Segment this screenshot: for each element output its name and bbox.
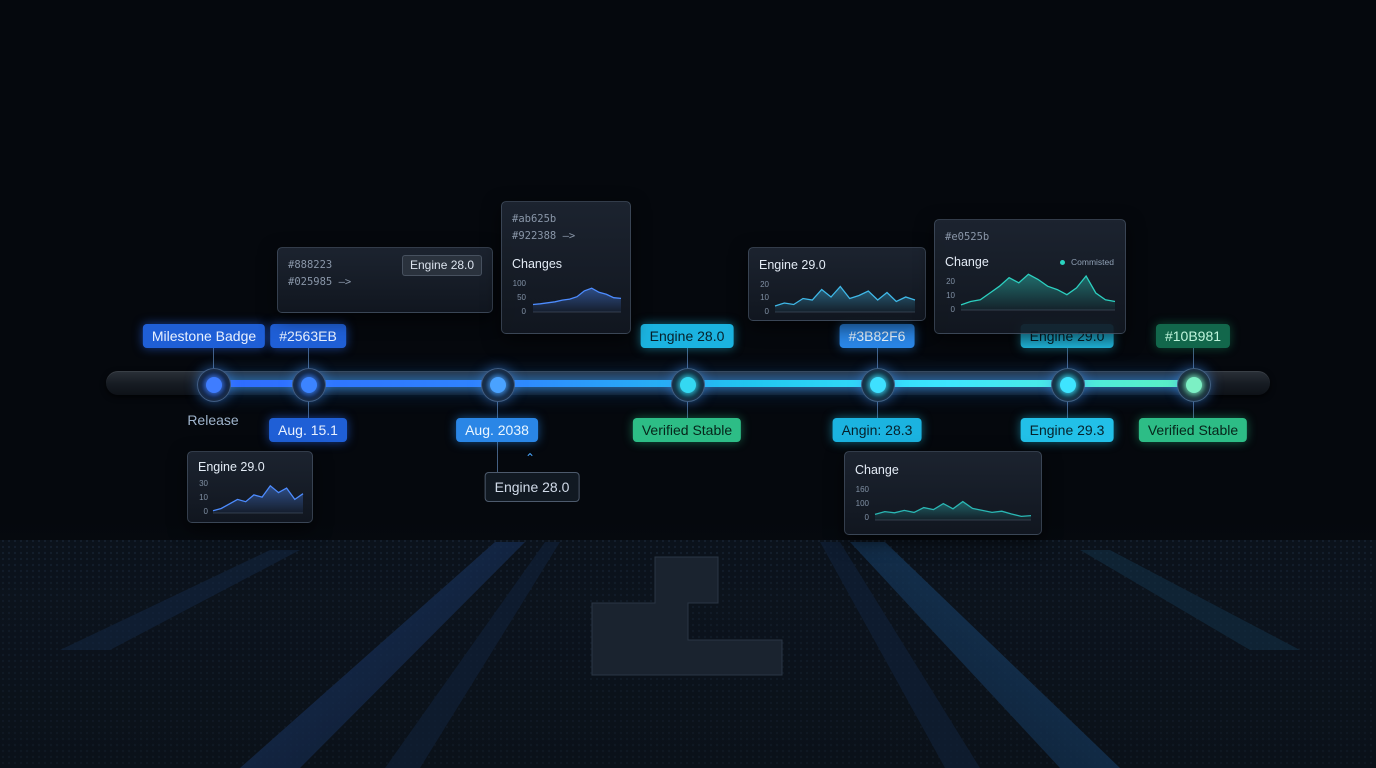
milestone-version-badge[interactable]: Engine 29.3 (1020, 418, 1114, 442)
milestone-node-1[interactable] (197, 368, 231, 402)
commit-hash: #e0525b (945, 231, 990, 243)
node-core (490, 377, 506, 393)
milestone-node-4[interactable] (671, 368, 705, 402)
milestone-top-badge[interactable]: #2563EB (270, 324, 346, 348)
y-tick: 100 (855, 499, 869, 508)
commit-panel[interactable]: #888223 #025985 —> Engine 28.0 (277, 247, 493, 313)
engine-panel[interactable]: Engine 29.0 30 10 0 (187, 451, 313, 523)
stem (877, 397, 878, 418)
commit-hash: #888223 (288, 259, 333, 271)
panel-title: Engine 29.0 (759, 258, 826, 272)
changes-area-chart (532, 287, 622, 313)
version-chip: Engine 28.0 (402, 255, 483, 276)
milestone-top-badge[interactable]: Engine 28.0 (640, 324, 734, 348)
y-tick: 160 (855, 485, 869, 494)
chart-legend: Commisted (1060, 257, 1114, 267)
y-tick: 0 (203, 507, 208, 516)
panel-title: Change (945, 255, 989, 269)
chart-area-fill (533, 288, 621, 312)
engine-tooltip[interactable]: Engine 28.0 (484, 472, 580, 502)
milestone-top-badge[interactable]: Milestone Badge (142, 324, 266, 348)
stem (308, 348, 309, 370)
y-tick: 10 (760, 293, 769, 302)
node-core (1060, 377, 1076, 393)
commit-hash: #025985 —> (288, 276, 352, 288)
chart-series-line (960, 273, 1116, 306)
stem (308, 397, 309, 418)
milestone-node-2[interactable] (292, 368, 326, 402)
stem (1193, 348, 1194, 370)
milestone-top-badge[interactable]: #10B981 (1155, 324, 1231, 348)
change-panel[interactable]: Change 160 100 0 (844, 451, 1042, 535)
milestone-version-badge[interactable]: Angin: 28.3 (832, 418, 922, 442)
y-tick: 0 (764, 307, 769, 316)
chart-area-fill (775, 286, 915, 312)
stem (1067, 348, 1068, 370)
y-tick: 0 (521, 307, 526, 316)
engine-area-chart (212, 484, 304, 514)
milestone-date-badge[interactable]: Aug. 15.1 (269, 418, 347, 442)
node-core (301, 377, 317, 393)
changes-panel[interactable]: #ab625b #922388 —> Changes 100 50 0 (501, 201, 631, 334)
chart-area-fill (961, 274, 1115, 310)
y-tick: 0 (950, 305, 955, 314)
stem (497, 442, 498, 472)
chevron-up-icon: ⌃ (525, 451, 536, 465)
chart-area-fill (213, 485, 303, 513)
y-tick: 50 (517, 293, 526, 302)
y-tick: 10 (199, 493, 208, 502)
chart-series-line (874, 500, 1032, 518)
panel-title: Engine 29.0 (198, 460, 265, 474)
milestone-node-5[interactable] (861, 368, 895, 402)
y-tick: 0 (864, 513, 869, 522)
y-tick: 10 (946, 291, 955, 300)
milestone-node-3[interactable] (481, 368, 515, 402)
panel-title: Change (855, 463, 899, 477)
chart-series-line (532, 287, 622, 306)
change-area-chart (874, 500, 1032, 521)
legend-label: Commisted (1071, 257, 1114, 267)
y-tick: 20 (946, 277, 955, 286)
milestone-bottom-label: Release (187, 412, 239, 428)
change-panel[interactable]: #e0525b Change Commisted 20 10 0 (934, 219, 1126, 334)
stem (497, 397, 498, 418)
node-core (870, 377, 886, 393)
chart-area-fill (875, 501, 1031, 520)
milestone-top-badge[interactable]: #3B82F6 (839, 324, 915, 348)
change-area-chart (960, 273, 1116, 311)
milestone-status-badge[interactable]: Verified Stable (1138, 418, 1248, 442)
stem (687, 348, 688, 370)
milestone-date-badge[interactable]: Aug. 2038 (456, 418, 538, 442)
chart-series-line (212, 484, 304, 512)
milestone-node-7[interactable] (1177, 368, 1211, 402)
panel-title: Changes (512, 257, 563, 271)
milestone-node-6[interactable] (1051, 368, 1085, 402)
node-core (680, 377, 696, 393)
engine-panel[interactable]: Engine 29.0 20 10 0 (748, 247, 926, 321)
milestone-status-badge[interactable]: Verified Stable (632, 418, 742, 442)
floor-grid-decoration (0, 520, 1376, 768)
legend-dot-icon (1060, 260, 1065, 266)
node-core (1186, 377, 1202, 393)
chart-series-line (774, 285, 916, 307)
stem (1067, 397, 1068, 418)
commit-hash: #922388 —> (512, 230, 576, 242)
stem (687, 397, 688, 418)
commit-hash: #ab625b (512, 213, 557, 225)
y-tick: 20 (760, 280, 769, 289)
stem (1193, 397, 1194, 418)
stem (877, 348, 878, 370)
engine-area-chart (774, 285, 916, 313)
stem (213, 348, 214, 370)
y-tick: 30 (199, 479, 208, 488)
y-tick: 100 (512, 279, 526, 288)
node-core (206, 377, 222, 393)
